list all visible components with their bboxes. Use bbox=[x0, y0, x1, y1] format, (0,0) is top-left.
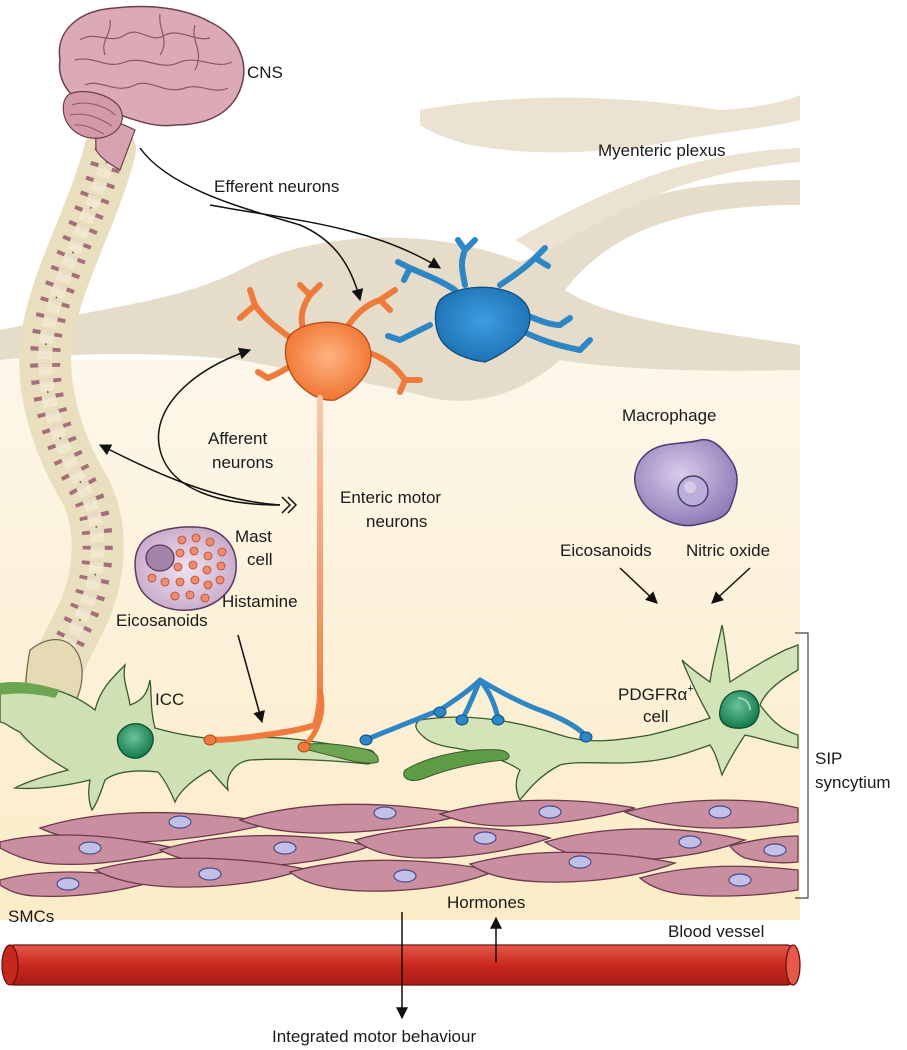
smc bbox=[437, 799, 636, 827]
nitric-oxide-label: Nitric oxide bbox=[686, 541, 770, 560]
plexus-strand-upper bbox=[420, 95, 800, 153]
motor-terminal bbox=[491, 714, 505, 726]
motor-terminal bbox=[359, 734, 373, 746]
blood-vessel-label: Blood vessel bbox=[668, 922, 764, 941]
motor-terminal bbox=[455, 714, 469, 726]
pdgfr-cell bbox=[403, 624, 799, 802]
motor-terminal bbox=[579, 731, 593, 743]
icc-cell-body bbox=[0, 663, 377, 812]
efferent-arrow-to-orange bbox=[139, 147, 364, 302]
smc bbox=[468, 851, 678, 883]
brain-folds bbox=[74, 13, 233, 91]
pdgfr-nucleus bbox=[718, 690, 760, 729]
hormones-label: Hormones bbox=[447, 893, 525, 912]
icc-cell bbox=[0, 663, 379, 812]
afferent-neuron bbox=[203, 282, 423, 753]
histamine-label: Histamine bbox=[222, 592, 298, 611]
myenteric-plexus bbox=[0, 180, 800, 401]
pdgfr-label-main: PDGFRα bbox=[618, 685, 688, 704]
motor-soma bbox=[434, 286, 531, 363]
mast-cell-granules bbox=[147, 533, 227, 603]
afferent-terminal bbox=[297, 741, 311, 753]
afferent-arrow-to-neuron bbox=[157, 347, 281, 506]
mast-cell-nucleus bbox=[145, 544, 175, 572]
icc-label: ICC bbox=[155, 690, 184, 709]
smc bbox=[353, 826, 553, 859]
plexus-strand-mid bbox=[515, 148, 800, 255]
afferent-sensory-ending bbox=[281, 496, 298, 514]
afferent-axon bbox=[207, 395, 323, 743]
eicosanoids-arrow-right bbox=[619, 567, 658, 604]
blood-vessel bbox=[7, 944, 794, 986]
smooth-muscle-layer bbox=[0, 799, 799, 897]
brain-cns bbox=[58, 5, 245, 171]
pdgfr-label-sup: + bbox=[687, 683, 693, 695]
afferent-neurons-label-2: neurons bbox=[212, 453, 273, 472]
enteric-motor-neurons-label-2: neurons bbox=[366, 512, 427, 531]
enteric-motor-neurons-label-1: Enteric motor bbox=[340, 488, 441, 507]
mast-cell bbox=[134, 526, 237, 611]
afferent-dendrites bbox=[237, 282, 423, 395]
pdgfr-cell-label: cell bbox=[643, 707, 669, 726]
blood-vessel-end-right bbox=[785, 944, 801, 986]
blood-vessel-end-left bbox=[1, 944, 19, 986]
afferent-neurons-label-1: Afferent bbox=[208, 429, 268, 448]
integrated-motor-behaviour-label: Integrated motor behaviour bbox=[272, 1027, 476, 1046]
sip-syncytium-label-2: syncytium bbox=[815, 773, 891, 792]
efferent-arrow-to-blue bbox=[209, 204, 442, 269]
sip-bracket bbox=[795, 632, 809, 899]
eicosanoids-left-label: Eicosanoids bbox=[116, 611, 208, 630]
afferent-soma bbox=[284, 321, 372, 401]
arrows bbox=[98, 147, 751, 1020]
motor-dendrites bbox=[385, 237, 593, 353]
motor-terminal bbox=[433, 706, 447, 718]
afferent-arrow-to-spine bbox=[98, 444, 281, 506]
icc-nucleus bbox=[116, 723, 154, 759]
smcs-label: SMCs bbox=[8, 907, 54, 926]
efferent-neurons-label: Efferent neurons bbox=[214, 177, 339, 196]
macrophage-label: Macrophage bbox=[622, 406, 717, 425]
smc-nuclei bbox=[56, 805, 787, 891]
mast-cell-label-1: Mast bbox=[235, 527, 272, 546]
motor-neuron bbox=[359, 237, 593, 746]
smc bbox=[638, 865, 799, 897]
afferent-terminal bbox=[203, 734, 217, 746]
cns-label: CNS bbox=[247, 63, 283, 82]
icc-dendrite-dark bbox=[299, 743, 379, 764]
pdgfr-dendrite-dark bbox=[403, 749, 510, 781]
mast-cell-label-2: cell bbox=[247, 550, 273, 569]
histamine-arrow bbox=[237, 634, 265, 724]
myenteric-plexus-label: Myenteric plexus bbox=[598, 141, 726, 160]
pdgfr-label: PDGFRα+ bbox=[618, 683, 694, 704]
pdgfr-cell-body bbox=[415, 624, 799, 802]
eicosanoids-right-label: Eicosanoids bbox=[560, 541, 652, 560]
motor-terminal-branches bbox=[367, 677, 588, 741]
sip-syncytium-label-1: SIP bbox=[815, 749, 842, 768]
nitric-oxide-arrow bbox=[711, 567, 751, 604]
icc-dendrite-dark-left bbox=[0, 681, 60, 698]
